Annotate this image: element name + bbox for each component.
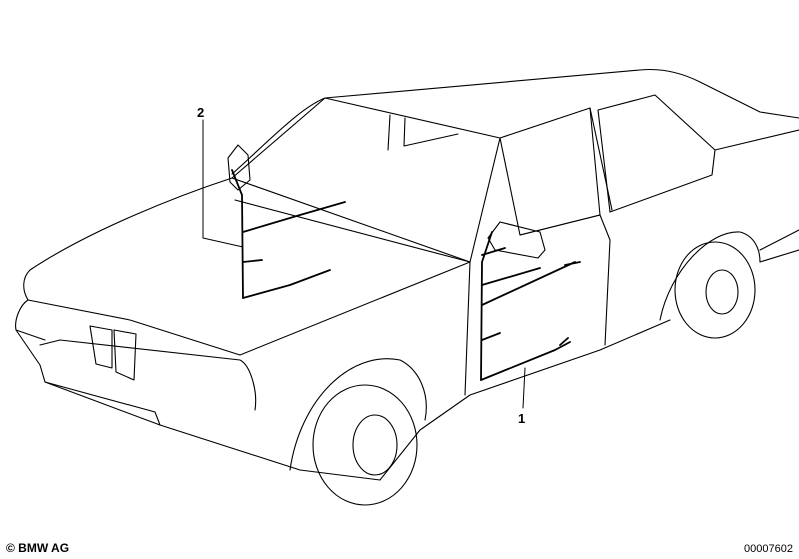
windshield-inner (387, 114, 459, 151)
harness-2-trunk (231, 169, 244, 299)
front-wheel (312, 384, 418, 506)
left-mirror (227, 144, 251, 191)
harness-2-branch-1 (242, 201, 346, 233)
rear-wheel-arch (659, 231, 761, 321)
front-wheel-arch (289, 358, 427, 471)
kidney-grille-left (89, 325, 113, 369)
harness-1-trunk (480, 231, 493, 381)
rear-door-window (597, 94, 716, 213)
hood-crease (234, 199, 471, 263)
harness-1-branch-4 (481, 332, 501, 341)
harness-1-branch-5 (480, 337, 571, 381)
harness-1-branch-3 (481, 261, 581, 306)
front-door-window (499, 107, 601, 236)
rear-hub (705, 269, 739, 315)
bumper (15, 329, 161, 426)
mirrors (227, 144, 546, 259)
kidney-grille-right (113, 329, 137, 381)
hood (23, 177, 471, 356)
harness-1-branch-2 (481, 267, 541, 286)
part-number-label: 00007602 (744, 543, 793, 555)
harness-2-branch-3 (242, 269, 331, 299)
callout-2: 2 (197, 105, 205, 120)
harness-2-leader (202, 119, 244, 248)
copyright-label: © BMW AG (6, 541, 70, 555)
harness-2-branch-2 (242, 259, 263, 263)
harness-1-branch-1 (481, 247, 506, 256)
b-pillar (589, 107, 613, 211)
front-panel (39, 339, 257, 411)
wiring-harness-2 (202, 119, 346, 299)
car-body (15, 68, 799, 506)
wiring-harness-1 (480, 231, 581, 409)
harness-1-leader (522, 367, 526, 409)
rear-quarter (714, 129, 799, 263)
right-mirror (487, 221, 546, 259)
door-line (464, 214, 611, 396)
callout-1: 1 (518, 411, 526, 426)
windshield (231, 97, 501, 263)
rear-wheel (674, 241, 756, 339)
front-face (15, 299, 381, 481)
front-hub (352, 414, 398, 476)
side-sill (379, 319, 671, 481)
